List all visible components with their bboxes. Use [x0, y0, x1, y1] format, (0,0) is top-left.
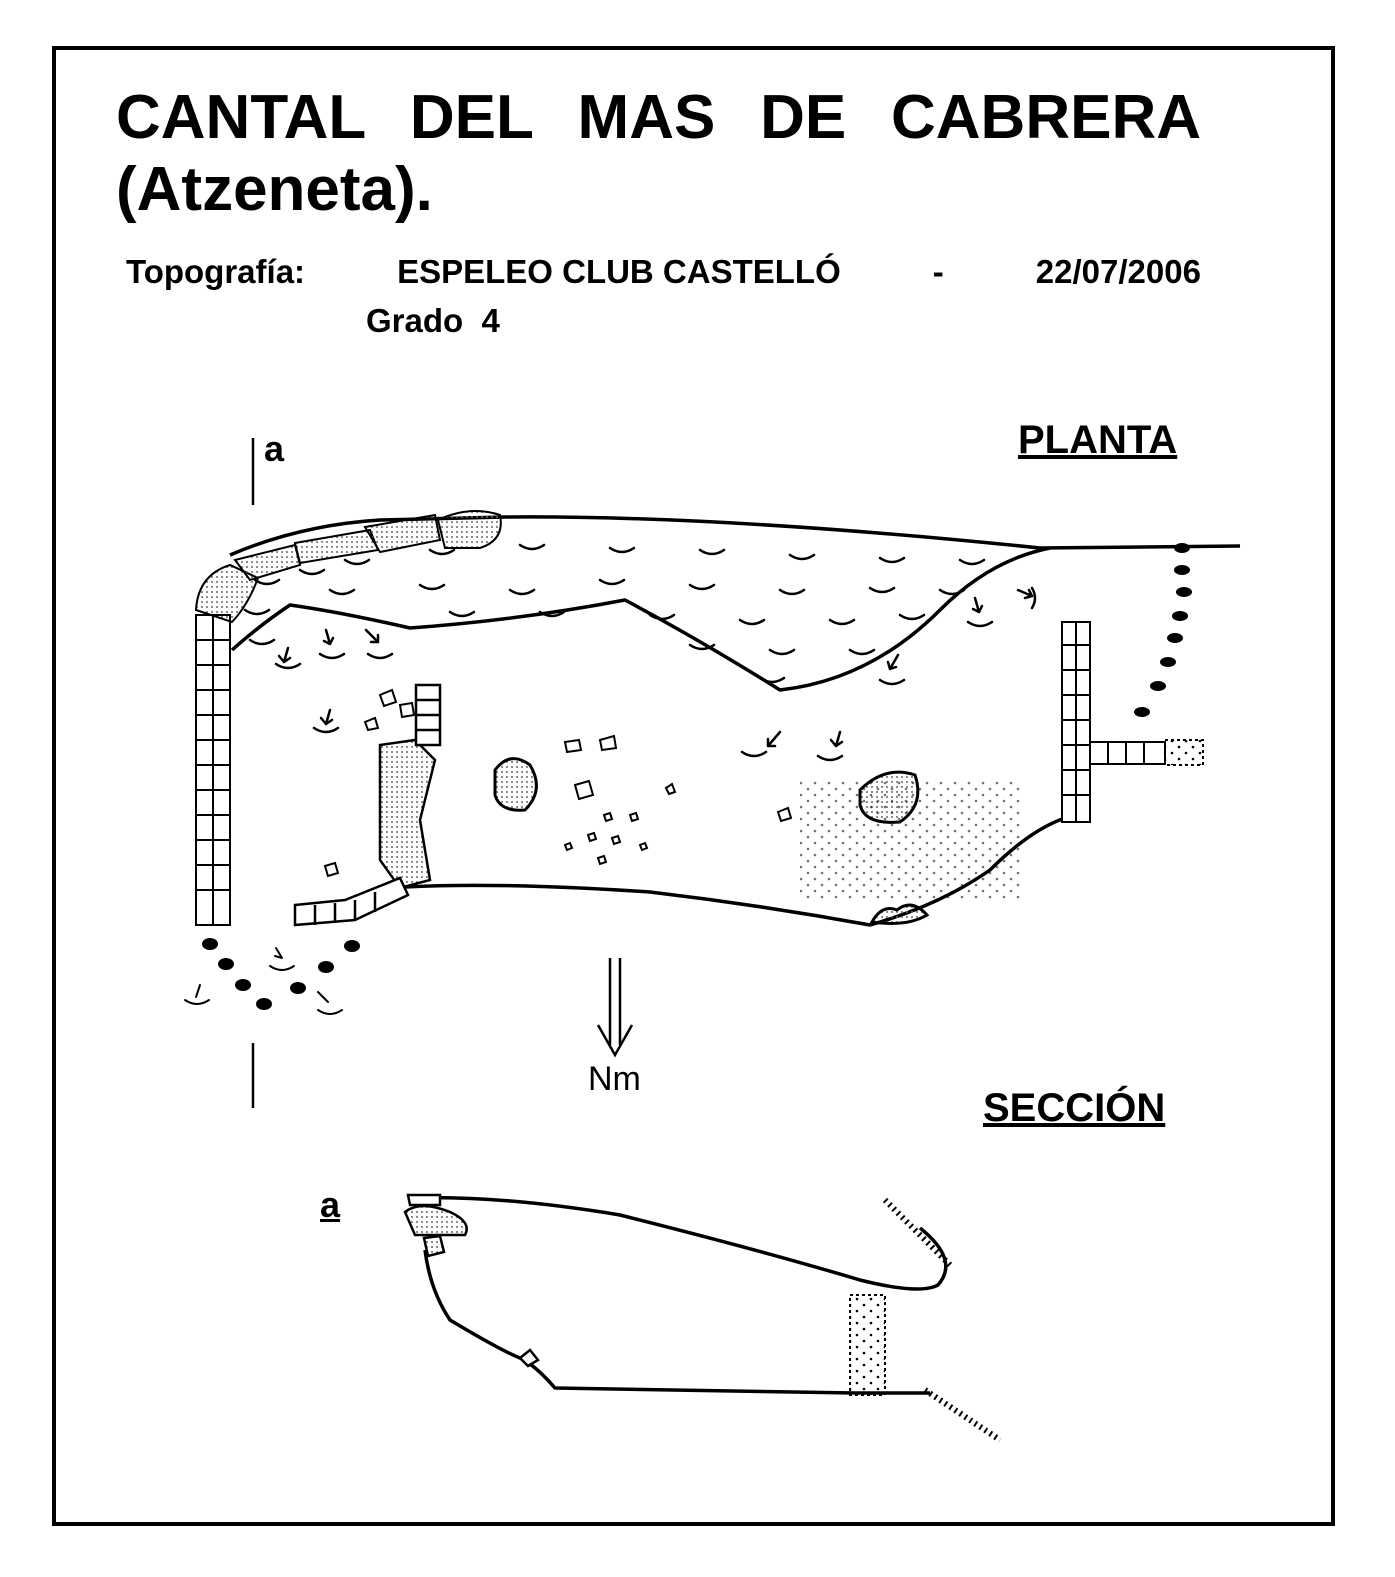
north-label: Nm — [588, 1060, 641, 1098]
section-label: SECCIÓN — [983, 1086, 1166, 1130]
small-rocks — [323, 688, 793, 878]
section-rocks — [403, 1193, 540, 1368]
north-arrow-icon — [596, 958, 634, 1058]
section-line-marker: a — [264, 428, 285, 469]
title-line-1: CANTAL DEL MAS DE CABRERA — [116, 83, 1201, 152]
survey-credits: Topografía: ESPELEO CLUB CASTELLÓ - 22/0… — [126, 252, 1201, 292]
section-outline — [409, 1195, 948, 1395]
map-title: CANTAL DEL MAS DE CABRERA (Atzeneta). — [116, 82, 1201, 226]
credits-date: 22/07/2006 — [1035, 253, 1201, 290]
left-wall-blocks — [194, 510, 502, 926]
section-end-marker: a — [320, 1184, 341, 1225]
survey-grade: Grado 4 — [366, 302, 500, 339]
credits-separator: - — [932, 253, 944, 290]
plan-label: PLANTA — [1018, 418, 1178, 462]
drip-line — [202, 543, 1192, 1010]
map-frame — [52, 46, 1335, 1526]
credits-label: Topografía: — [126, 253, 306, 290]
title-line-2: (Atzeneta). — [116, 155, 433, 224]
credits-author: ESPELEO CLUB CASTELLÓ — [397, 253, 841, 290]
slope-arrows — [274, 586, 1037, 762]
right-wall-blocks — [1061, 621, 1204, 823]
inner-pillar — [293, 683, 442, 927]
lower-slope-arrows — [184, 947, 343, 1015]
section-fill-area — [849, 1197, 1002, 1443]
sediment-area — [800, 780, 1020, 900]
